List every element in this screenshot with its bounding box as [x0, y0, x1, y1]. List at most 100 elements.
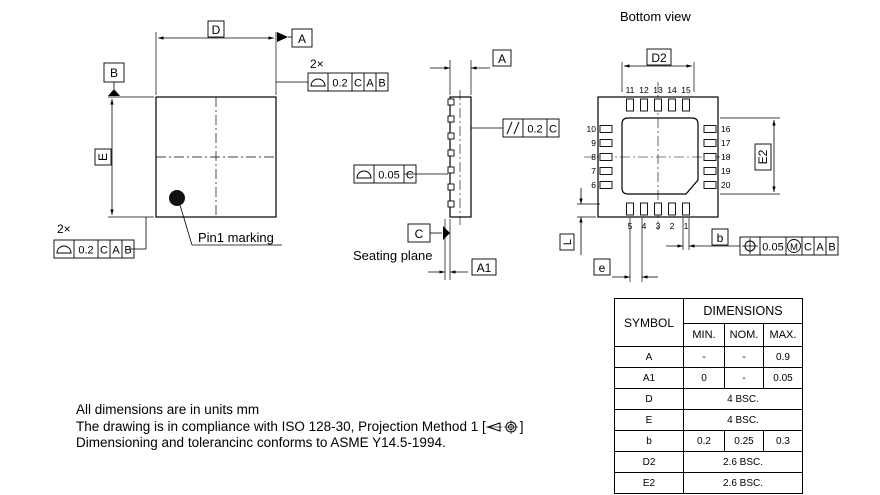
- cell-span: 4 BSC.: [683, 409, 803, 431]
- pad: [703, 125, 717, 133]
- tolerance-value: B: [124, 245, 131, 257]
- note-iso: The drawing is in compliance with ISO 12…: [76, 418, 524, 434]
- bottom-pads: [599, 98, 717, 216]
- side-pad: [447, 183, 455, 191]
- pad: [703, 181, 717, 189]
- pad: [626, 98, 634, 112]
- multiplier-top: 2×: [310, 57, 324, 71]
- pin-number: 1: [684, 221, 689, 231]
- tolerance-value: 0.2: [332, 78, 347, 90]
- pad: [640, 202, 648, 216]
- pad: [668, 202, 676, 216]
- profile-icon: [310, 78, 326, 87]
- cell-symbol: D: [614, 388, 684, 410]
- drawing-notes: All dimensions are in units mm The drawi…: [76, 402, 523, 452]
- pin1-dot: [169, 190, 185, 206]
- cell-symbol: A1: [614, 367, 684, 389]
- dim-label-e: e: [599, 261, 606, 275]
- pin-number: 9: [591, 138, 596, 148]
- side-pads: [447, 98, 455, 208]
- pad: [599, 153, 613, 161]
- pin-number: 13: [653, 85, 663, 95]
- side-pad: [447, 132, 455, 140]
- bottom-view-title: Bottom view: [620, 9, 691, 24]
- pin-number: 5: [628, 221, 633, 231]
- tolerance-value: A: [112, 245, 120, 257]
- pad: [626, 202, 634, 216]
- cell-span: 2.6 BSC.: [683, 472, 803, 494]
- pad: [640, 98, 648, 112]
- cell-max: 0.3: [763, 430, 803, 452]
- dim-label-A1: A1: [477, 261, 492, 275]
- dim-label-L: L: [562, 239, 574, 245]
- seating-plane-label: Seating plane: [353, 248, 433, 263]
- pin-number: 3: [656, 221, 661, 231]
- side-pad: [447, 115, 455, 123]
- pad: [682, 202, 690, 216]
- header-min: MIN.: [683, 323, 725, 347]
- projection-method-icon: [485, 419, 518, 434]
- header-max: MAX.: [763, 323, 803, 347]
- table-row: E2 2.6 BSC.: [614, 472, 803, 494]
- dim-label-D: D: [212, 23, 221, 37]
- table-row: b 0.2 0.25 0.3: [614, 430, 803, 452]
- tolerance-value: A: [816, 242, 824, 254]
- side-view: [404, 60, 503, 280]
- dim-label-b: b: [717, 231, 724, 245]
- header-nom: NOM.: [724, 323, 764, 347]
- dim-label-D2: D2: [651, 51, 667, 65]
- table-row: E 4 BSC.: [614, 409, 803, 431]
- cell-symbol: A: [614, 346, 684, 368]
- note-units: All dimensions are in units mm: [76, 402, 260, 417]
- dimensions-table: SYMBOL DIMENSIONS MIN. NOM. MAX. A - - 0…: [614, 298, 803, 494]
- cell-max: 0.05: [763, 367, 803, 389]
- table-row: D2 2.6 BSC.: [614, 451, 803, 473]
- parallelism-icon: [506, 121, 513, 135]
- tolerance-value: M: [790, 242, 798, 253]
- pin-number: 16: [721, 124, 731, 134]
- exposed-pad: [621, 117, 699, 195]
- pin-number: 11: [626, 85, 635, 95]
- cell-min: -: [683, 346, 725, 368]
- pad: [668, 98, 676, 112]
- pin-number: 17: [721, 138, 731, 148]
- side-pad: [447, 166, 455, 174]
- tolerance-value: C: [100, 245, 108, 257]
- pin-number: 14: [667, 85, 677, 95]
- pin-number: 7: [591, 166, 596, 176]
- cell-symbol: E2: [614, 472, 684, 494]
- tolerance-value: 0.05: [762, 242, 783, 254]
- dim-label-A: A: [498, 52, 506, 66]
- pad: [599, 167, 613, 175]
- pin-number: 8: [591, 152, 596, 162]
- pin-number: 18: [721, 152, 731, 162]
- tolerance-value: C: [549, 124, 557, 136]
- pin-number: 20: [721, 180, 731, 190]
- tolerance-value: C: [804, 242, 812, 254]
- pad: [599, 125, 613, 133]
- side-pad: [447, 200, 455, 208]
- cell-symbol: b: [614, 430, 684, 452]
- pad: [682, 98, 690, 112]
- pin-number: 10: [587, 124, 597, 134]
- pin-number: 4: [642, 221, 647, 231]
- cell-max: 0.9: [763, 346, 803, 368]
- cell-nom: 0.25: [724, 430, 764, 452]
- tolerance-value: 0.2: [78, 245, 93, 257]
- table-row: A1 0 - 0.05: [614, 367, 803, 389]
- cell-span: 4 BSC.: [683, 388, 803, 410]
- cell-min: 0: [683, 367, 725, 389]
- side-pad: [447, 98, 455, 106]
- pad: [654, 98, 662, 112]
- pad: [703, 153, 717, 161]
- pad: [703, 167, 717, 175]
- side-pad: [447, 149, 455, 157]
- tolerance-value: C: [406, 170, 414, 182]
